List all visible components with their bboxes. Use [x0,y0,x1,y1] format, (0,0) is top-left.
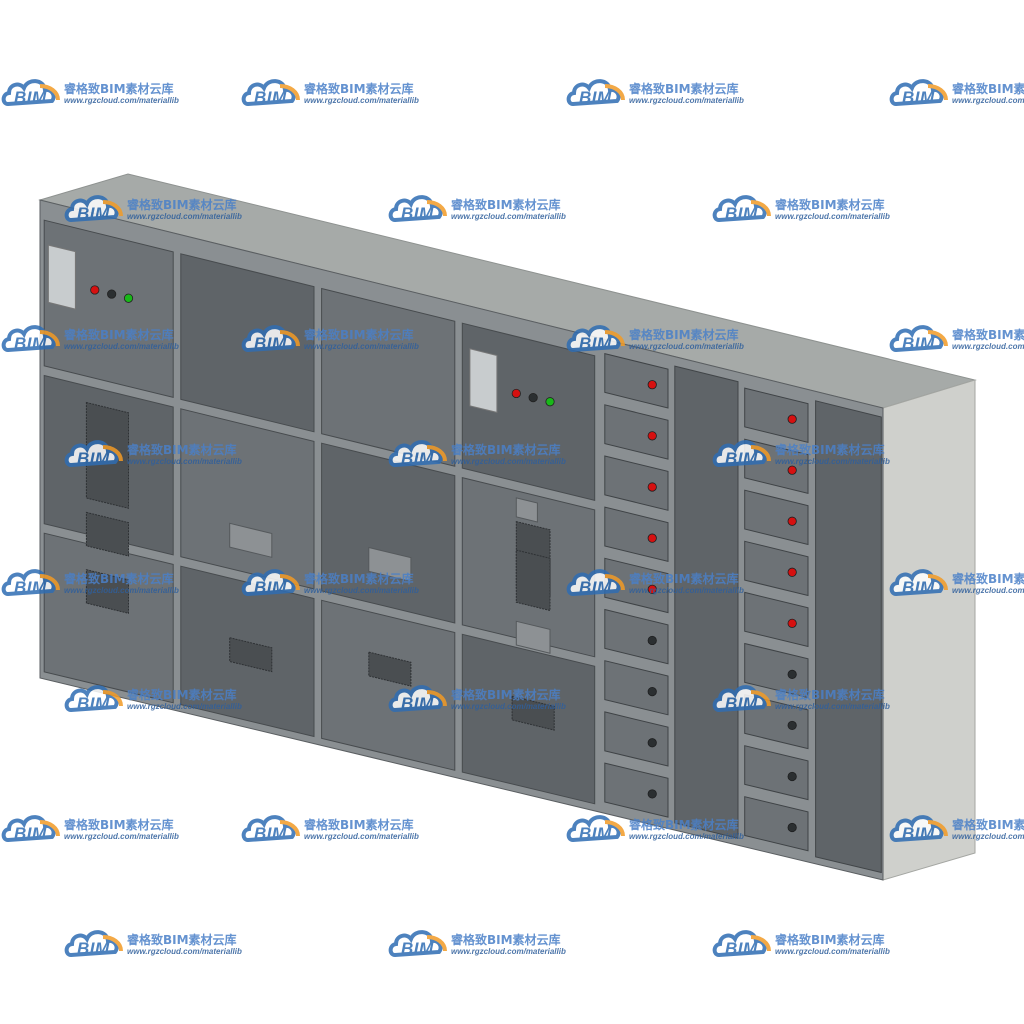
drawer-unit [604,711,669,767]
drawer-indicator-lamp [787,618,797,628]
indicator-lamp [528,392,538,403]
drawer-indicator-lamp [787,567,797,577]
name-plate [515,497,538,523]
indicator-lamp [107,289,117,299]
drawer-unit [744,642,809,699]
drawer-indicator-lamp [647,584,657,594]
vent-grille [515,549,551,612]
cabinet-side-face [882,379,976,881]
drawer-unit [744,796,809,852]
drawer-unit [744,489,809,546]
drawer-unit [604,506,669,563]
drawer-indicator-lamp [787,771,797,782]
drawer-unit [744,745,809,801]
name-plate [515,620,551,654]
switchgear-cabinet [38,173,977,881]
cabinet-door-panel [321,599,456,771]
name-plate [229,522,273,558]
name-plate [368,546,412,583]
drawer-unit [744,387,809,444]
indicator-lamp [511,388,521,399]
vent-grille [229,637,273,673]
drawer-unit [744,591,809,648]
drawer-indicator-lamp [787,414,797,424]
meter-display [469,348,498,414]
drawer-indicator-lamp [647,789,657,799]
drawer-indicator-lamp [647,738,657,748]
drawer-unit [604,608,669,665]
cabinet-door-panel [43,532,174,704]
drawer-unit [604,352,669,409]
indicator-lamp [90,285,100,295]
tall-cabinet-door [674,365,739,839]
drawer-unit [604,404,669,460]
drawer-unit [604,455,669,511]
drawer-indicator-lamp [647,482,657,492]
cabinet-door-panel [43,219,174,399]
drawer-indicator-lamp [787,516,797,526]
drawer-indicator-lamp [787,669,797,679]
drawer-unit [604,660,669,716]
drawer-indicator-lamp [787,465,797,475]
drawer-indicator-lamp [647,533,657,543]
drawer-indicator-lamp [647,635,657,646]
cabinet-door-panel [321,287,456,467]
drawer-indicator-lamp [787,822,797,833]
vent-grille [85,569,129,614]
vent-grille [85,511,129,557]
drawer-indicator-lamp [647,687,657,697]
indicator-lamp [545,397,555,407]
cabinet-door-panel [180,408,315,590]
drawer-unit [744,540,809,597]
drawer-indicator-lamp [647,431,657,441]
indicator-lamp [123,293,134,303]
meter-display [47,244,76,310]
tall-cabinet-door [815,400,882,874]
drawer-indicator-lamp [647,380,657,390]
drawer-indicator-lamp [787,720,797,731]
vent-grille [511,695,555,731]
vent-grille [85,401,129,509]
drawer-unit [604,762,669,818]
